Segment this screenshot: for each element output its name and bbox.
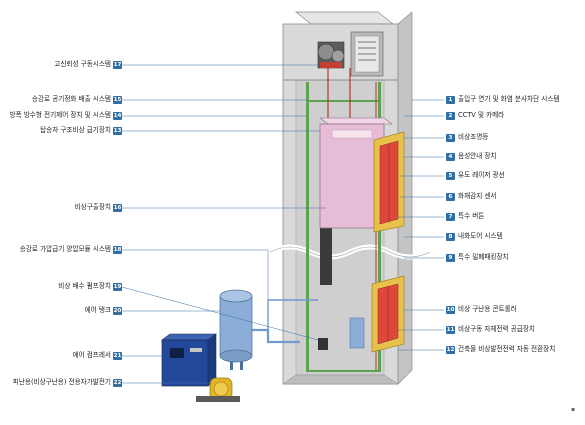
callout-label-air-tank: 에어 탱크 — [84, 306, 111, 314]
callout-badge: 7 — [446, 213, 455, 221]
callout-label-self-power-supply: 비상구동 자체전력 공급장치 — [458, 325, 535, 333]
callout-badge: 15 — [113, 96, 122, 104]
callout-badge: 5 — [446, 172, 455, 180]
shaft-break-mark — [268, 244, 432, 260]
callout-badge: 18 — [113, 246, 122, 254]
callout-badge: 19 — [113, 283, 122, 291]
callout-label-emergency-rescue: 비상구출장치 — [74, 203, 111, 211]
callout-badge: 3 — [446, 134, 455, 142]
callout-badge: 2 — [446, 112, 455, 120]
callout-label-fireproof-door: 내화도어 시스템 — [458, 232, 503, 240]
callout-badge: 16 — [113, 204, 122, 212]
callout-label-sealing-packing: 특수 밀폐패킹장치 — [458, 253, 509, 261]
callout-badge: 21 — [113, 352, 122, 360]
callout-badge: 17 — [113, 61, 122, 69]
lower-landing-door — [371, 275, 405, 353]
callout-label-emergency-light: 비상조명등 — [458, 133, 489, 141]
emergency-generator — [196, 377, 240, 402]
callout-badge: 13 — [113, 127, 122, 135]
callout-badge: 8 — [446, 233, 455, 241]
callout-label-fire-sensor: 화재감지 센서 — [458, 192, 497, 200]
callout-badge: 11 — [446, 326, 455, 334]
callout-label-pressurization-module: 승강로 가압급기 양압모듈 시스템 — [19, 245, 111, 253]
callout-label-special-button: 특수 버튼 — [458, 212, 485, 220]
callout-label-drain-pump: 비상 배수 펌프장치 — [58, 282, 111, 290]
callout-label-voice-guide: 음성안내 장치 — [458, 152, 497, 160]
callout-badge: 10 — [446, 306, 455, 314]
callout-label-auto-power-transfer: 건축물 비상발전전력 자동 전환장치 — [458, 345, 556, 353]
callout-label-explosion-proof-control: 방폭 방수형 전기제어 장치 및 시스템 — [9, 111, 111, 119]
air-tank — [219, 289, 253, 370]
elevator-car — [319, 117, 393, 229]
callout-badge: 14 — [113, 112, 122, 120]
traction-machine — [317, 41, 345, 69]
callout-badge: 1 — [446, 96, 455, 104]
air-pipe — [252, 328, 300, 344]
upper-landing-door — [373, 131, 405, 233]
callout-badge: 12 — [446, 346, 455, 354]
right-leader-lines — [398, 99, 444, 351]
callout-label-high-reliability-drive: 고신뢰성 구동시스템 — [54, 60, 111, 68]
callout-label-cctv: CCTV 및 카메라 — [458, 111, 505, 119]
callout-badge: 4 — [446, 153, 455, 161]
callout-badge: 6 — [446, 193, 455, 201]
callout-label-air-compressor: 에어 컴프레서 — [72, 351, 112, 359]
emergency-controller-box — [349, 317, 365, 349]
corner-mark: ▪ — [571, 406, 575, 413]
drain-pump — [318, 338, 328, 350]
left-leader-lines — [121, 64, 326, 384]
control-cabinet — [350, 31, 384, 77]
callout-label-rescue-air-supply: 탑승자 구조비상 급기장치 — [40, 126, 111, 134]
callout-label-rescue-controller: 비상 구난용 콘트롤러 — [458, 305, 517, 313]
callout-badge: 20 — [113, 307, 122, 315]
callout-label-generator: 피난용(비상구난용) 전용자가발전기 — [12, 378, 111, 386]
callout-label-smoke-flame-barrier: 출입구 연기 및 화염 분사차단 시스템 — [458, 95, 560, 103]
air-compressor — [161, 333, 217, 387]
callout-badge: 22 — [113, 379, 122, 387]
counterweight — [320, 225, 332, 285]
callout-label-shaft-air-purification: 승강로 공기정화 배출 시스템 — [31, 95, 111, 103]
callout-badge: 9 — [446, 254, 455, 262]
callout-label-guide-laser: 유도 레이저 광선 — [458, 171, 505, 179]
